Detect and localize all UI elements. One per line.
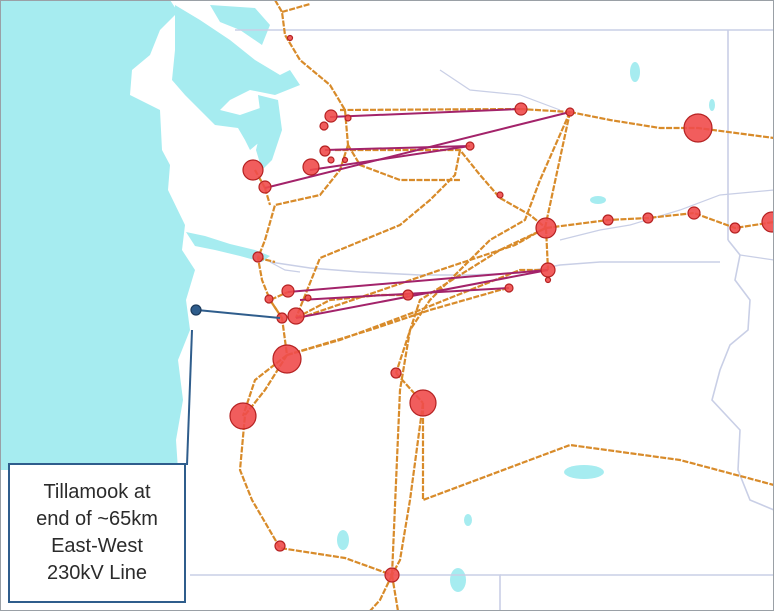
substation[interactable] xyxy=(683,113,713,143)
substation[interactable] xyxy=(402,289,414,301)
substation[interactable] xyxy=(602,214,614,226)
substation[interactable] xyxy=(319,145,331,157)
callout-line-4: 230kV Line xyxy=(46,562,148,584)
substation[interactable] xyxy=(281,284,295,298)
substation[interactable] xyxy=(409,389,437,417)
substation[interactable] xyxy=(504,283,514,293)
substation[interactable] xyxy=(535,217,557,239)
pacific-ocean xyxy=(0,0,195,470)
substations xyxy=(229,34,774,583)
substation[interactable] xyxy=(272,344,302,374)
substation[interactable] xyxy=(540,262,556,278)
substation[interactable] xyxy=(341,156,349,164)
substation[interactable] xyxy=(264,294,274,304)
substation[interactable] xyxy=(327,156,335,164)
lake xyxy=(564,465,604,479)
lake xyxy=(590,196,606,204)
interconnect-lines xyxy=(264,108,571,319)
strait-inlet xyxy=(210,5,270,45)
substation[interactable] xyxy=(229,402,257,430)
substation[interactable] xyxy=(274,540,286,552)
substation[interactable] xyxy=(496,191,504,199)
substation[interactable] xyxy=(319,121,329,131)
tillamook-callout: Tillamook at end of ~65km East-West 230k… xyxy=(8,463,186,603)
lake xyxy=(450,568,466,592)
substation[interactable] xyxy=(286,34,294,42)
substation[interactable] xyxy=(344,114,352,122)
substation[interactable] xyxy=(514,102,528,116)
site-connection-line xyxy=(196,309,281,319)
substation[interactable] xyxy=(687,206,701,220)
substation[interactable] xyxy=(324,109,338,123)
callout-line-1: Tillamook at xyxy=(43,481,151,503)
substation[interactable] xyxy=(384,567,400,583)
lake xyxy=(709,99,715,111)
substation[interactable] xyxy=(304,294,312,302)
substation[interactable] xyxy=(465,141,475,151)
substation[interactable] xyxy=(287,307,305,325)
puget-inlet xyxy=(256,95,282,170)
substation[interactable] xyxy=(252,251,264,263)
lake xyxy=(337,530,349,550)
callout-line-3: East-West xyxy=(51,535,143,557)
substation[interactable] xyxy=(565,107,575,117)
callout-line-2: end of ~65km xyxy=(36,508,158,530)
substation[interactable] xyxy=(302,158,320,176)
substation[interactable] xyxy=(729,222,741,234)
substation[interactable] xyxy=(242,159,264,181)
columbia-estuary xyxy=(186,232,270,262)
callout-leader-line xyxy=(186,329,193,466)
substation[interactable] xyxy=(761,211,774,233)
tillamook-marker xyxy=(186,304,281,466)
substation[interactable] xyxy=(390,367,402,379)
puget-sound xyxy=(172,5,300,150)
tillamook-site-dot[interactable] xyxy=(190,304,202,316)
substation[interactable] xyxy=(642,212,654,224)
substation[interactable] xyxy=(258,180,272,194)
substation[interactable] xyxy=(544,276,552,284)
lake xyxy=(464,514,472,526)
lake xyxy=(630,62,640,82)
